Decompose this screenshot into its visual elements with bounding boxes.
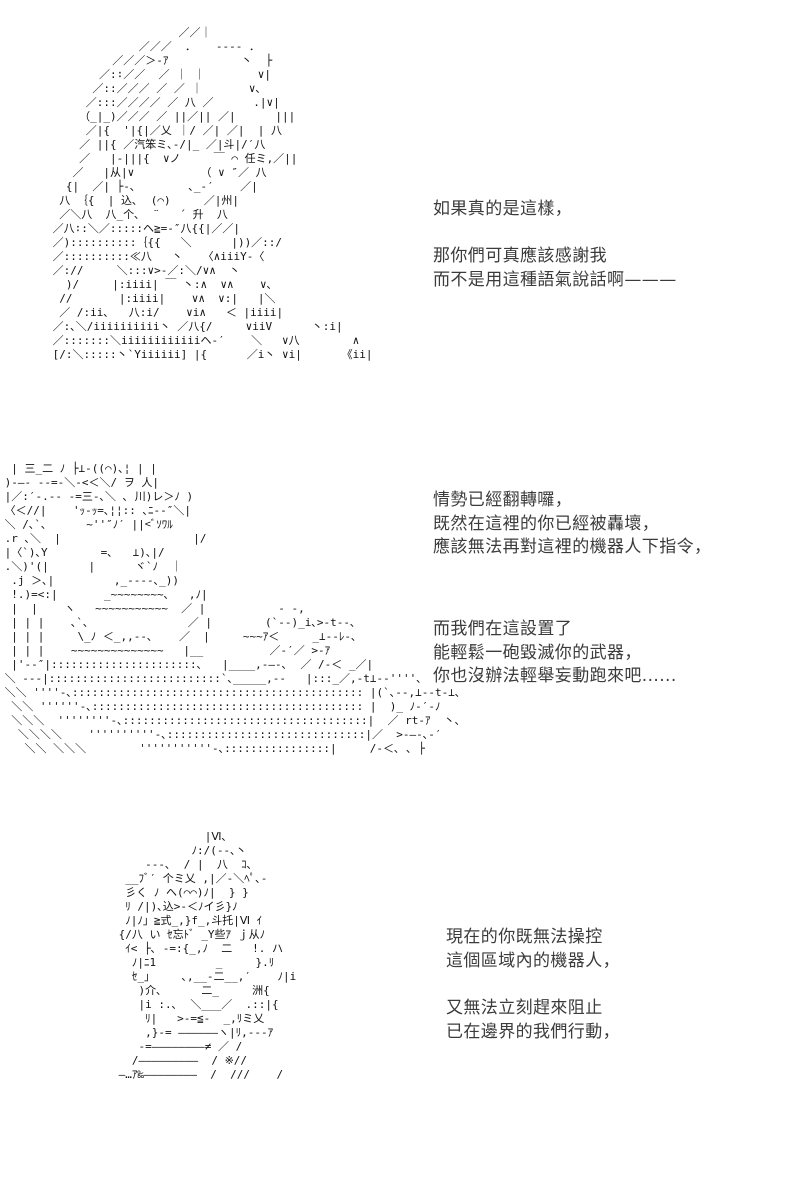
dialogue-line-3b: 又無法立刻趕來阻止 已在邊界的我們行動， xyxy=(446,998,620,1042)
ascii-art-heart-eye-character: | 三_二 ﾉ ├⊥-((⌒)､¦ | | )-―‐ --=‐＼‐<＜＼/ ヲ … xyxy=(4,462,461,755)
ascii-art-long-haired-character: ／／｜ ／／／ ． ---- ． ／／／＞-ｱ 丶 ├ ／:∶／／ ／ ｜ ｜ … xyxy=(52,26,373,361)
ascii-art-character-at-console: |Ⅵ､ ﾉ:/(-‐､丶 ---､ / | 八 ｺ､ __ﾌﾞ′ 个ミ乂 ,|／… xyxy=(118,830,297,1081)
dialogue-line-1b: 那你們可真應該感謝我 而不是用這種語氣說話啊——— xyxy=(433,246,677,290)
dialogue-line-2b: 而我們在這設置了 能輕鬆一砲毀滅你的武器， 你也沒辦法輕舉妄動跑來吧...... xyxy=(433,619,677,686)
dialogue-line-3a: 現在的你既無法操控 這個區域內的機器人， xyxy=(446,927,620,971)
dialogue-line-2a: 情勢已經翻轉囉， 既然在這裡的你已經被轟壞， 應該無法再對這裡的機器人下指令， xyxy=(433,490,712,557)
dialogue-line-1a: 如果真的是這樣， xyxy=(433,199,573,219)
